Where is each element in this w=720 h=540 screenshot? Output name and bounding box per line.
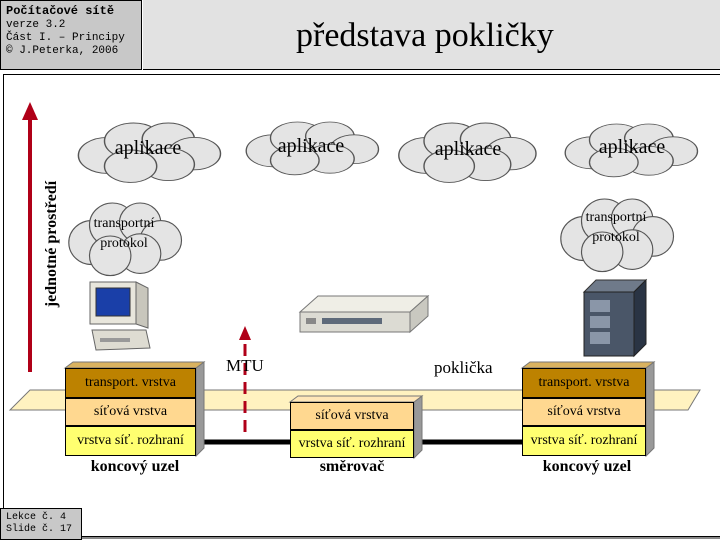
- transport-cloud-right-line2: protokol: [592, 230, 640, 245]
- transport-cloud-right-line1: transportní: [585, 210, 647, 225]
- router-network-layer: síťová vrstva: [290, 402, 414, 430]
- vertical-arrow: [22, 102, 38, 372]
- slide-info-box: Lekce č. 4 Slide č. 17: [0, 508, 82, 540]
- router-icon: [298, 294, 430, 334]
- mtu-arrow: [239, 326, 251, 432]
- slide-title: představa pokličky: [296, 17, 554, 54]
- pc-icon: [89, 281, 151, 351]
- left-network-layer: síťová vrstva: [65, 398, 196, 426]
- router-interface-layer: vrstva síť. rozhraní: [290, 430, 414, 458]
- app-cloud-3-label: aplikace: [434, 138, 502, 160]
- slide-number: Slide č. 17: [6, 524, 73, 535]
- mtu-label: MTU: [226, 356, 264, 375]
- transport-cloud-left-line2: protokol: [100, 236, 148, 251]
- vertical-axis-label: jednotné prostředí: [43, 180, 60, 308]
- lesson-number: Lekce č. 4: [6, 512, 67, 523]
- left-interface-layer: vrstva síť. rozhraní: [65, 426, 196, 456]
- left-transport-layer: transport. vrstva: [65, 368, 196, 398]
- right-interface-layer: vrstva síť. rozhraní: [522, 426, 646, 456]
- right-transport-layer: transport. vrstva: [522, 368, 646, 398]
- course-version: verze 3.2: [6, 19, 66, 31]
- course-copyright: © J.Peterka, 2006: [6, 45, 119, 57]
- lid-label: poklička: [434, 358, 493, 377]
- right-network-layer: síťová vrstva: [522, 398, 646, 426]
- right-node-label: koncový uzel: [542, 458, 632, 475]
- left-node-label: koncový uzel: [90, 458, 180, 475]
- course-title: Počítačové sítě: [6, 4, 115, 18]
- course-info-box: Počítačové sítě verze 3.2 Část I. – Prin…: [0, 0, 142, 70]
- title-band: [143, 0, 720, 70]
- app-cloud-1-label: aplikace: [114, 137, 182, 159]
- router-node-label: směrovač: [319, 458, 385, 475]
- transport-cloud-left-line1: transportní: [93, 216, 155, 231]
- app-cloud-4-label: aplikace: [598, 136, 666, 158]
- server-icon: [582, 278, 648, 358]
- app-cloud-2-label: aplikace: [277, 135, 345, 157]
- course-part: Část I. – Principy: [6, 32, 125, 44]
